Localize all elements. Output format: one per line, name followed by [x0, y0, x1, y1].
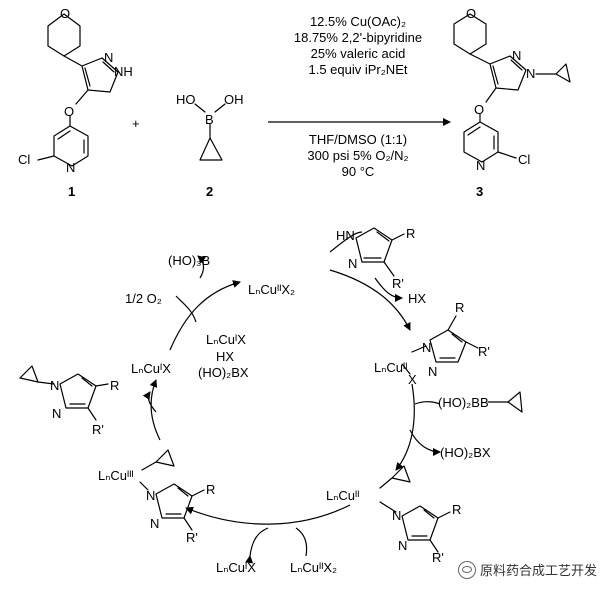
atom-o-ether-3: O — [474, 102, 484, 117]
atom-n-prod-a: N — [50, 378, 59, 393]
atom-r-free: R — [406, 226, 415, 241]
boric-acid-out: (HO)₃B — [168, 253, 210, 268]
cycle-pyrazolyl-cu-ii — [401, 315, 479, 375]
condition-7: 90 °C — [342, 164, 375, 179]
boronic-in-arrow — [414, 401, 441, 405]
oxygen-in: 1/2 O₂ — [125, 291, 162, 306]
atom-r-cu2: R — [455, 300, 464, 315]
compound-label-1: 1 — [68, 184, 75, 199]
hx-out-arrow — [374, 277, 403, 302]
cycle-product-pyrazole — [19, 365, 109, 421]
cycle-cu-ii-cyclopropyl-pyrazolyl — [379, 465, 451, 553]
atom-n-ll-b: N — [150, 516, 159, 531]
compound-label-2: 2 — [206, 184, 213, 199]
atom-rprime-cu2: R' — [478, 344, 490, 359]
inner-hx: HX — [216, 349, 234, 364]
atom-o-ether: O — [64, 104, 74, 119]
atom-cl: Cl — [18, 152, 30, 167]
hx-out: HX — [408, 291, 426, 306]
cycle-arrow-right — [395, 383, 415, 471]
cycle-arrow-bottom — [185, 504, 351, 525]
atom-n-ll-a: N — [146, 488, 155, 503]
atom-rprime-lr: R' — [432, 550, 444, 565]
atom-n-3b: N — [526, 66, 535, 81]
atom-n-prod-b: N — [52, 406, 61, 421]
atom-n-cu2b: N — [428, 364, 437, 379]
inner-cu-i-x: LₙCuᴵX — [206, 332, 246, 347]
atom-n-free: N — [348, 256, 357, 271]
cycle-arrow-top-left — [169, 280, 241, 351]
cycle-cu-ii-cyclopropyl: LₙCuᴵᴵ — [326, 488, 359, 503]
atom-o-pyran: O — [60, 6, 70, 21]
cycle-cu-ii-pyrazolyl: LₙCuᴵᴵ — [374, 360, 407, 375]
cycle-arrow-top-right — [329, 269, 411, 331]
condition-1: 12.5% Cu(OAc)₂ — [310, 14, 406, 29]
condition-3: 25% valeric acid — [311, 46, 406, 61]
condition-6: 300 psi 5% O₂/N₂ — [307, 148, 408, 163]
atom-r-ll: R — [206, 482, 215, 497]
product-release-arrow — [142, 391, 157, 413]
atom-b: B — [205, 112, 214, 127]
disprop-out-arrow — [245, 527, 269, 564]
boronic-out-arrow — [409, 429, 441, 456]
cycle-cyclopropyl-boronic — [487, 391, 523, 413]
cycle-cu-iii-complex — [139, 449, 205, 531]
atom-hn-free: HN — [336, 228, 355, 243]
compound-3-structure — [453, 13, 571, 163]
wechat-icon — [457, 560, 476, 579]
watermark-text: 原料药合成工艺开发 — [479, 564, 597, 579]
atom-o-pyran-3: O — [466, 6, 476, 21]
atom-cl-3: Cl — [518, 152, 530, 167]
compound-label-3: 3 — [476, 184, 483, 199]
cycle-pyrazole-free — [355, 227, 405, 277]
atom-nh: NH — [114, 64, 133, 79]
atom-n-cu2a: N — [422, 340, 431, 355]
watermark: 原料药合成工艺开发 — [457, 560, 597, 579]
atom-rprime-free: R' — [392, 276, 404, 291]
atom-ho: HO — [176, 92, 196, 107]
pyrazole-in-arrow — [329, 231, 363, 253]
boronic-out: (HO)₂BX — [440, 445, 491, 460]
compound-2-structure — [194, 103, 226, 161]
atom-rprime-prod: R' — [92, 422, 104, 437]
disprop-cu-i-x: LₙCuᴵX — [216, 560, 256, 575]
cycle-cu-iii: LₙCuᴵᴵᴵ — [98, 468, 134, 483]
cycle-arrow-left — [149, 379, 161, 441]
disprop-in-arrow — [295, 527, 308, 557]
oxygen-in-arrow — [175, 295, 197, 323]
inner-boric: (HO)₂BX — [198, 365, 249, 380]
condition-4: 1.5 equiv iPr₂NEt — [309, 62, 408, 77]
boronic-acid-in: (HO)₂B — [438, 395, 480, 410]
condition-2: 18.75% 2,2'-bipyridine — [294, 30, 422, 45]
atom-n-lr-a: N — [392, 508, 401, 523]
disprop-cu-ii-x2: LₙCuᴵᴵX₂ — [290, 560, 337, 575]
atom-oh: OH — [224, 92, 244, 107]
atom-rprime-ll: R' — [186, 530, 198, 545]
atom-r-lr: R — [452, 502, 461, 517]
atom-x-cu2: X — [408, 372, 417, 387]
condition-5: THF/DMSO (1:1) — [309, 132, 407, 147]
atom-n-3a: N — [512, 48, 521, 63]
compound-1-structure — [37, 13, 119, 167]
atom-b-boronic: B — [480, 395, 489, 410]
atom-n: N — [104, 50, 113, 65]
cycle-cu-i-x: LₙCuᴵX — [131, 361, 171, 376]
cycle-cu-ii-x2: LₙCuᴵᴵX₂ — [248, 282, 295, 297]
atom-n-pyridine-3: N — [476, 158, 485, 173]
atom-n-lr-b: N — [398, 538, 407, 553]
boric-out-arrow — [197, 255, 206, 279]
atom-r-prod: R — [110, 378, 119, 393]
atom-n-pyridine: N — [66, 160, 75, 175]
plus-sign: + — [132, 116, 140, 131]
